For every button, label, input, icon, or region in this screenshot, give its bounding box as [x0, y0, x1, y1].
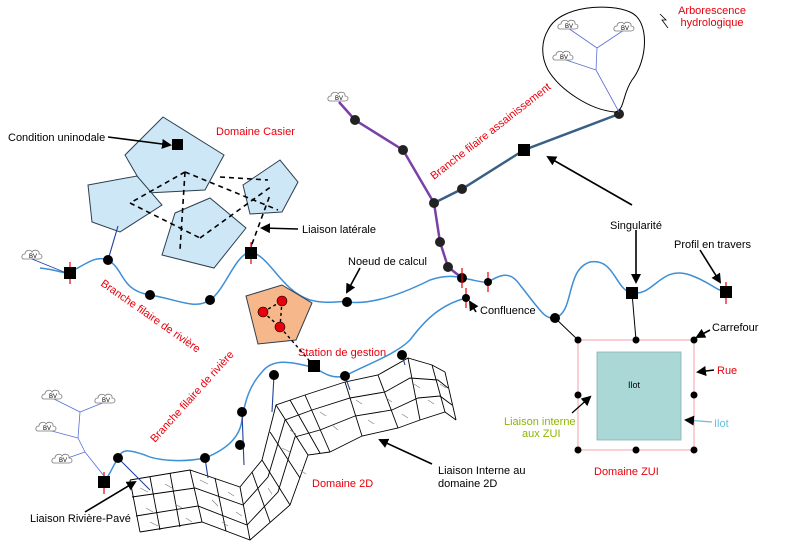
- label-liaison-interne-zui-2: aux ZUI: [522, 428, 561, 440]
- arborescence-bas-gauche: [47, 397, 106, 477]
- svg-text:BV: BV: [621, 26, 629, 32]
- label-carrefour: Carrefour: [712, 322, 759, 334]
- bv-nodes: BV BV: [21, 91, 349, 273]
- svg-text:BV: BV: [560, 55, 568, 61]
- domaine-2d-mesh: [129, 357, 457, 541]
- noeuds-de-calcul: [103, 109, 624, 463]
- svg-text:BV: BV: [29, 254, 37, 260]
- label-condition-uninodale: Condition uninodale: [8, 132, 105, 144]
- casier-polygon-2: [87, 175, 163, 233]
- ilot-box-label: Ilot: [628, 380, 641, 390]
- label-liaison-riviere-pave: Liaison Rivière-Pavé: [30, 513, 131, 525]
- label-station-gestion: Station de gestion: [298, 347, 386, 359]
- casier-polygon-1: [124, 116, 225, 194]
- label-rue: Rue: [717, 365, 737, 377]
- arborescence-hydrologique: BV BV BV: [542, 6, 669, 113]
- liaisons-riviere-2d: [107, 225, 406, 491]
- label-branche-riviere-1: Branche filaire de rivière: [98, 278, 202, 356]
- domaine-2d-internal-links: [139, 383, 447, 527]
- label-singularite: Singularité: [610, 220, 662, 232]
- label-domaine-zui: Domaine ZUI: [594, 466, 659, 478]
- station-de-gestion: [245, 284, 320, 372]
- label-noeud-calcul: Noeud de calcul: [348, 256, 427, 268]
- domaine-zui: Ilot: [554, 292, 698, 454]
- singularites: [64, 144, 732, 494]
- condition-uninodale-node: [172, 139, 183, 150]
- casier-polygon-4: [242, 159, 299, 215]
- svg-text:BV: BV: [43, 426, 51, 432]
- casier-links: [129, 171, 279, 251]
- label-liaison-laterale: Liaison latérale: [302, 224, 376, 236]
- svg-text:BV: BV: [49, 394, 57, 400]
- label-arborescence-2: hydrologique: [681, 17, 744, 29]
- label-domaine-casier: Domaine Casier: [216, 126, 295, 138]
- svg-text:BV: BV: [59, 458, 67, 464]
- domaine-casier-group: [87, 116, 299, 269]
- label-branche-assainissement: Branche filaire assainissement: [428, 81, 553, 182]
- arborescence-bas-gauche-bv: BV BV BV BV: [35, 389, 116, 464]
- label-confluence: Confluence: [480, 305, 536, 317]
- label-arborescence-1: Arborescence: [678, 5, 746, 17]
- label-domaine-2d: Domaine 2D: [312, 478, 373, 490]
- label-ilot-side: Ilot: [714, 418, 729, 430]
- zui-callout-arrows: [571, 395, 713, 426]
- label-branche-riviere-2: Branche filaire de rivière: [148, 349, 236, 445]
- zui-ilot-box: [596, 351, 682, 441]
- label-liaison-interne-zui-1: Liaison interne: [504, 416, 576, 428]
- label-profil-travers: Profil en travers: [674, 239, 752, 251]
- label-liaison-interne-2d-1: Liaison Interne au: [438, 465, 525, 477]
- label-liaison-interne-2d-2: domaine 2D: [438, 478, 497, 490]
- casier-polygon-3: [161, 197, 247, 269]
- svg-text:BV: BV: [102, 398, 110, 404]
- svg-text:BV: BV: [335, 96, 343, 102]
- callout-arrows: [84, 136, 722, 513]
- branche-assainissement: [338, 101, 620, 279]
- svg-text:BV: BV: [565, 24, 573, 30]
